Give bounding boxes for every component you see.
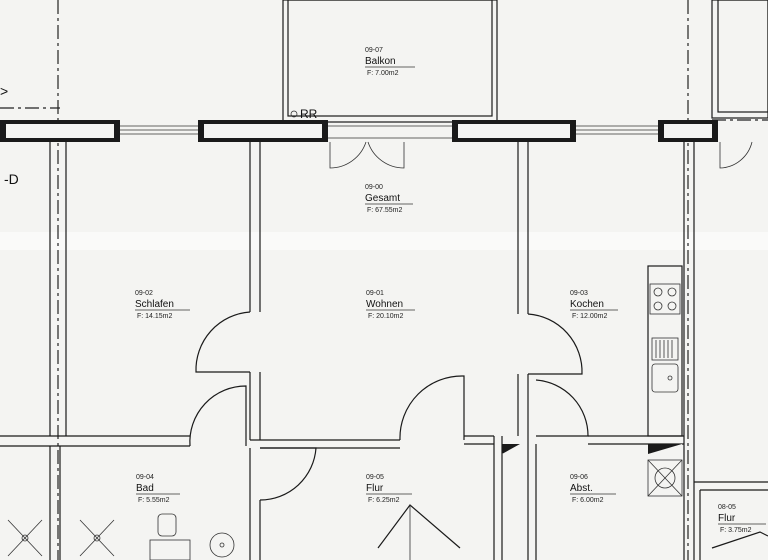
paper-fold: [0, 232, 768, 250]
svg-text:F: 20.10m2: F: 20.10m2: [368, 313, 404, 320]
duct-shafts: [502, 444, 682, 454]
exterior-wall: [0, 120, 718, 142]
svg-text:F: 12.00m2: F: 12.00m2: [572, 313, 608, 320]
svg-text:Gesamt: Gesamt: [365, 193, 400, 204]
svg-text:09-00: 09-00: [365, 184, 383, 191]
room-label-kochen: 09-03 Kochen F: 12.00m2: [570, 290, 618, 320]
svg-text:09-06: 09-06: [570, 474, 588, 481]
svg-text:F: 67.55m2: F: 67.55m2: [367, 207, 403, 214]
svg-text:Abst.: Abst.: [570, 483, 593, 494]
svg-text:09-05: 09-05: [366, 474, 384, 481]
svg-text:Flur: Flur: [718, 513, 736, 524]
room-label-flur: 09-05 Flur F: 6.25m2: [366, 474, 412, 504]
bathroom-fixtures: [7, 513, 235, 560]
svg-text:09-04: 09-04: [136, 474, 154, 481]
room-label-balkon: 09-07 Balkon F: 7.00m2: [365, 47, 415, 77]
rr-marker: RR: [290, 107, 318, 121]
svg-text:Wohnen: Wohnen: [366, 299, 403, 310]
room-label-bad: 09-04 Bad F: 5.55m2: [136, 474, 180, 504]
svg-text:Bad: Bad: [136, 483, 154, 494]
svg-text:09-02: 09-02: [135, 290, 153, 297]
room-label-abst: 09-06 Abst. F: 6.00m2: [570, 474, 616, 504]
door-swings: [189, 141, 768, 560]
svg-text:F: 7.00m2: F: 7.00m2: [367, 70, 399, 77]
room-label-wohnen: 09-01 Wohnen F: 20.10m2: [366, 290, 415, 320]
rr-label: RR: [300, 107, 318, 121]
room-label-schlafen: 09-02 Schlafen F: 14.15m2: [135, 290, 190, 320]
svg-text:F: 14.15m2: F: 14.15m2: [137, 313, 173, 320]
svg-text:Schlafen: Schlafen: [135, 299, 174, 310]
interior-walls: [0, 142, 768, 560]
svg-text:F: 6.25m2: F: 6.25m2: [368, 497, 400, 504]
section-arrow: >: [0, 83, 8, 99]
svg-text:Kochen: Kochen: [570, 299, 604, 310]
svg-text:Flur: Flur: [366, 483, 384, 494]
room-label-flur-2: 08-05 Flur F: 3.75m2: [718, 504, 766, 534]
kitchen-counter: [647, 265, 683, 497]
svg-text:09-07: 09-07: [365, 47, 383, 54]
svg-text:F: 6.00m2: F: 6.00m2: [572, 497, 604, 504]
svg-text:F: 5.55m2: F: 5.55m2: [138, 497, 170, 504]
svg-text:08-05: 08-05: [718, 504, 736, 511]
room-label-gesamt: 09-00 Gesamt F: 67.55m2: [365, 184, 413, 214]
svg-text:Balkon: Balkon: [365, 56, 396, 67]
svg-text:F: 3.75m2: F: 3.75m2: [720, 527, 752, 534]
balcony-outline: [282, 0, 768, 123]
section-letter: -D: [4, 171, 19, 187]
svg-text:09-03: 09-03: [570, 290, 588, 297]
svg-text:09-01: 09-01: [366, 290, 384, 297]
